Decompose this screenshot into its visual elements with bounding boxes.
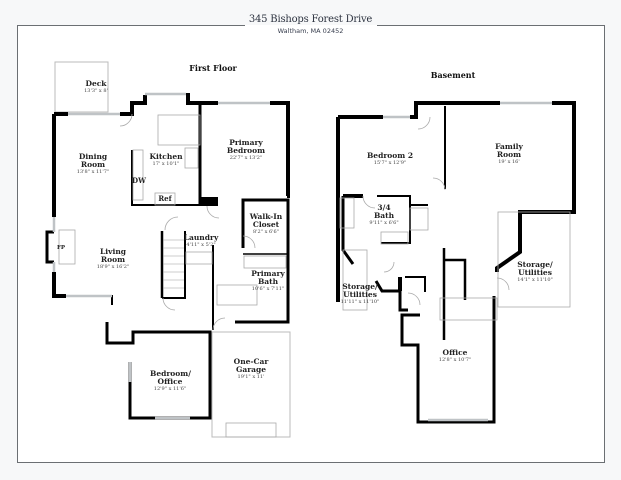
header-rule-right bbox=[377, 25, 604, 26]
floor-title-first: First Floor bbox=[189, 63, 237, 73]
room-walk-in-closet: Walk-In Closet 8'2" x 6'6" bbox=[249, 212, 283, 235]
room-kitchen: Kitchen 17' x 10'1" bbox=[149, 152, 183, 167]
city-subtitle: Waltham, MA 02452 bbox=[277, 27, 344, 35]
room-primary-bedroom: Primary Bedroom 22'7" x 13'2" bbox=[226, 138, 266, 161]
room-dining: Dining Room 13'8" x 11'7" bbox=[76, 152, 110, 175]
room-office: Office 12'8" x 10'7" bbox=[438, 348, 472, 363]
room-family: Family Room 19' x 16' bbox=[495, 142, 523, 165]
floor-title-basement: Basement bbox=[430, 70, 476, 80]
fireplace-tag: FP bbox=[56, 245, 66, 251]
address-title: 345 Bishops Forest Drive bbox=[248, 14, 373, 25]
room-bedroom-2: Bedroom 2 15'7" x 12'9" bbox=[366, 151, 414, 166]
room-storage-utilities-west: Storage/ Utilities 11'11" x 11'10" bbox=[340, 282, 380, 305]
room-storage-utilities-east: Storage/ Utilities 14'1" x 11'10" bbox=[517, 260, 553, 283]
room-bedroom-office: Bedroom/ Office 12'9" x 11'6" bbox=[150, 369, 191, 392]
room-living: Living Room 18'9" x 16'2" bbox=[96, 247, 130, 270]
refrigerator-tag: Ref bbox=[158, 194, 172, 203]
header-rule-left bbox=[17, 25, 245, 26]
room-laundry: Laundry 4'11" x 5'2" bbox=[183, 233, 219, 248]
room-three-quarter-bath: 3/4 Bath 9'11" x 6'6" bbox=[369, 203, 399, 226]
room-garage: One-Car Garage 19'1" x 11' bbox=[233, 357, 269, 380]
room-deck: Deck 13'3" x 8' bbox=[84, 79, 108, 94]
room-primary-bath: Primary Bath 10'6" x 7'11" bbox=[251, 269, 285, 292]
page-frame bbox=[17, 25, 605, 463]
dishwasher-tag: DW bbox=[132, 176, 146, 185]
